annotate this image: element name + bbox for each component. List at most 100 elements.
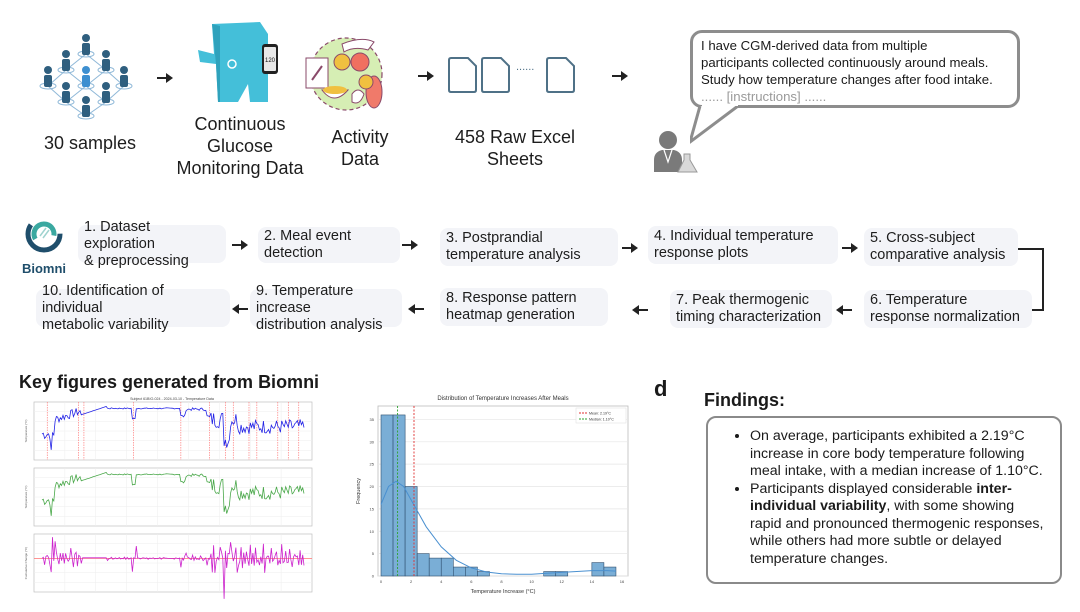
x-tick-label: 14 xyxy=(590,579,595,584)
x-tick-label: 4 xyxy=(440,579,443,584)
finding-bold: inter-individual variability xyxy=(750,480,1012,515)
user-prompt-bubble: I have CGM-derived data from multiple pa… xyxy=(690,30,1020,108)
timeseries-trace xyxy=(41,537,305,599)
step-line: 5. Cross-subject xyxy=(870,230,975,246)
workflow-step-2: 2. Meal event detection xyxy=(258,227,400,263)
cgm-label: Continuous Glucose Monitoring Data xyxy=(170,113,310,179)
arrow-icon xyxy=(408,304,424,314)
prompt-line: participants collected continuously arou… xyxy=(701,55,989,70)
x-tick-label: 8 xyxy=(500,579,503,584)
step-line: 7. Peak thermogenic xyxy=(676,292,809,308)
y-tick-label: 20 xyxy=(370,484,375,489)
finding-text: , with some showing rapid and pronounced… xyxy=(750,498,1044,567)
activity-label: Activity Data xyxy=(300,126,420,170)
finding-item: Participants displayed considerable inte… xyxy=(750,481,1046,569)
x-tick-label: 0 xyxy=(380,579,383,584)
histogram-bar xyxy=(428,557,442,577)
step-line: comparative analysis xyxy=(870,247,1006,263)
step-line: metabolic variability xyxy=(42,316,169,333)
step-line: 6. Temperature xyxy=(870,292,968,308)
histogram-bar xyxy=(555,571,569,577)
histogram-chart: Distribution of Temperature Increases Af… xyxy=(356,396,629,595)
step-line: heatmap generation xyxy=(446,307,575,323)
scientist-icon xyxy=(652,128,700,174)
cgm-label-line: Glucose xyxy=(206,136,274,156)
histogram-bar xyxy=(440,557,454,577)
finding-text: Participants displayed considerable xyxy=(750,480,977,497)
arrow-icon xyxy=(157,73,173,83)
x-tick-label: 10 xyxy=(529,579,534,584)
timeseries-trace xyxy=(41,472,305,516)
arrow-icon xyxy=(232,240,248,250)
timeseries-trace xyxy=(41,406,305,450)
cgm-label-line: Monitoring Data xyxy=(176,158,304,178)
excel-label-line: 458 Raw Excel xyxy=(454,127,576,147)
samples-label: 30 samples xyxy=(43,133,137,153)
step-line: timing characterization xyxy=(676,309,822,325)
excel-label-line: Sheets xyxy=(486,149,544,169)
plot-area xyxy=(377,405,629,577)
step-line: 10. Identification of individual xyxy=(42,282,164,316)
arrow-icon xyxy=(612,71,628,81)
histogram-bar xyxy=(453,566,466,577)
people-network-icon xyxy=(36,30,136,120)
excel-label: 458 Raw Excel Sheets xyxy=(440,126,590,170)
legend-label: Median: 1.10°C xyxy=(589,417,614,421)
step-line: 4. Individual temperature xyxy=(654,228,814,244)
excel-sheets-icon: ...... xyxy=(446,56,581,94)
chart-title: Distribution of Temperature Increases Af… xyxy=(437,396,568,402)
step-line: distribution analysis xyxy=(256,316,383,333)
food-activity-icon xyxy=(302,32,390,114)
panel-ylabel: Temperature (°C) xyxy=(24,419,28,442)
findings-box: On average, participants exhibited a 2.1… xyxy=(706,416,1062,584)
kde-curve xyxy=(380,480,617,575)
legend-box xyxy=(575,407,627,424)
step-line: response normalization xyxy=(870,309,1020,325)
bubble-tail xyxy=(690,104,739,144)
x-axis-label: Temperature Increase (°C) xyxy=(471,589,536,595)
step-line: 8. Response pattern xyxy=(446,290,577,306)
step-line: & preprocessing xyxy=(84,252,189,269)
biomni-logo: Biomni xyxy=(16,214,72,276)
panel-ylabel: Temperature (°C) xyxy=(24,485,28,508)
step-line: 3. Postprandial xyxy=(446,230,543,246)
finding-item: On average, participants exhibited a 2.1… xyxy=(750,428,1046,481)
timeseries-title: Subject 61BIO-024 - 2024-03-10 - Tempera… xyxy=(130,397,214,401)
step-line: 1. Dataset exploration xyxy=(84,218,155,252)
panel-letter: d xyxy=(654,376,668,401)
cgm-label-line: Continuous xyxy=(194,114,286,134)
histogram-bar xyxy=(603,566,617,577)
finding-text: On average, participants exhibited a 2.1… xyxy=(750,428,1043,479)
legend-label: Mean: 2.19°C xyxy=(589,411,611,415)
histogram-bar xyxy=(392,414,406,577)
biomni-logo-text: Biomni xyxy=(21,261,67,276)
y-tick-label: 5 xyxy=(372,551,375,556)
panel-ylabel: Cumulative Change (°C) xyxy=(24,547,28,580)
arrow-icon xyxy=(842,243,858,253)
step-line: temperature analysis xyxy=(446,247,581,263)
x-tick-label: 2 xyxy=(410,579,413,584)
arrow-icon xyxy=(418,71,434,81)
arrow-icon xyxy=(402,240,418,250)
prompt-line: I have CGM-derived data from multiple xyxy=(701,38,928,53)
step-line: 9. Temperature increase xyxy=(256,282,354,316)
activity-label-line: Data xyxy=(340,149,380,169)
key-figures-title: Key figures generated from Biomni xyxy=(19,372,320,392)
y-tick-label: 0 xyxy=(372,574,375,579)
y-tick-label: 25 xyxy=(370,462,375,467)
workflow-step-1: 1. Dataset exploration& preprocessing xyxy=(78,219,226,269)
y-tick-label: 10 xyxy=(370,529,375,534)
cgm-person-icon: 120 xyxy=(190,14,290,110)
step-line: 2. Meal event detection xyxy=(264,228,352,261)
arrow-icon xyxy=(232,304,248,314)
x-tick-label: 12 xyxy=(560,579,565,584)
arrow-icon xyxy=(836,305,852,315)
prompt-instructions: ...... [instructions] ...... xyxy=(701,89,827,104)
